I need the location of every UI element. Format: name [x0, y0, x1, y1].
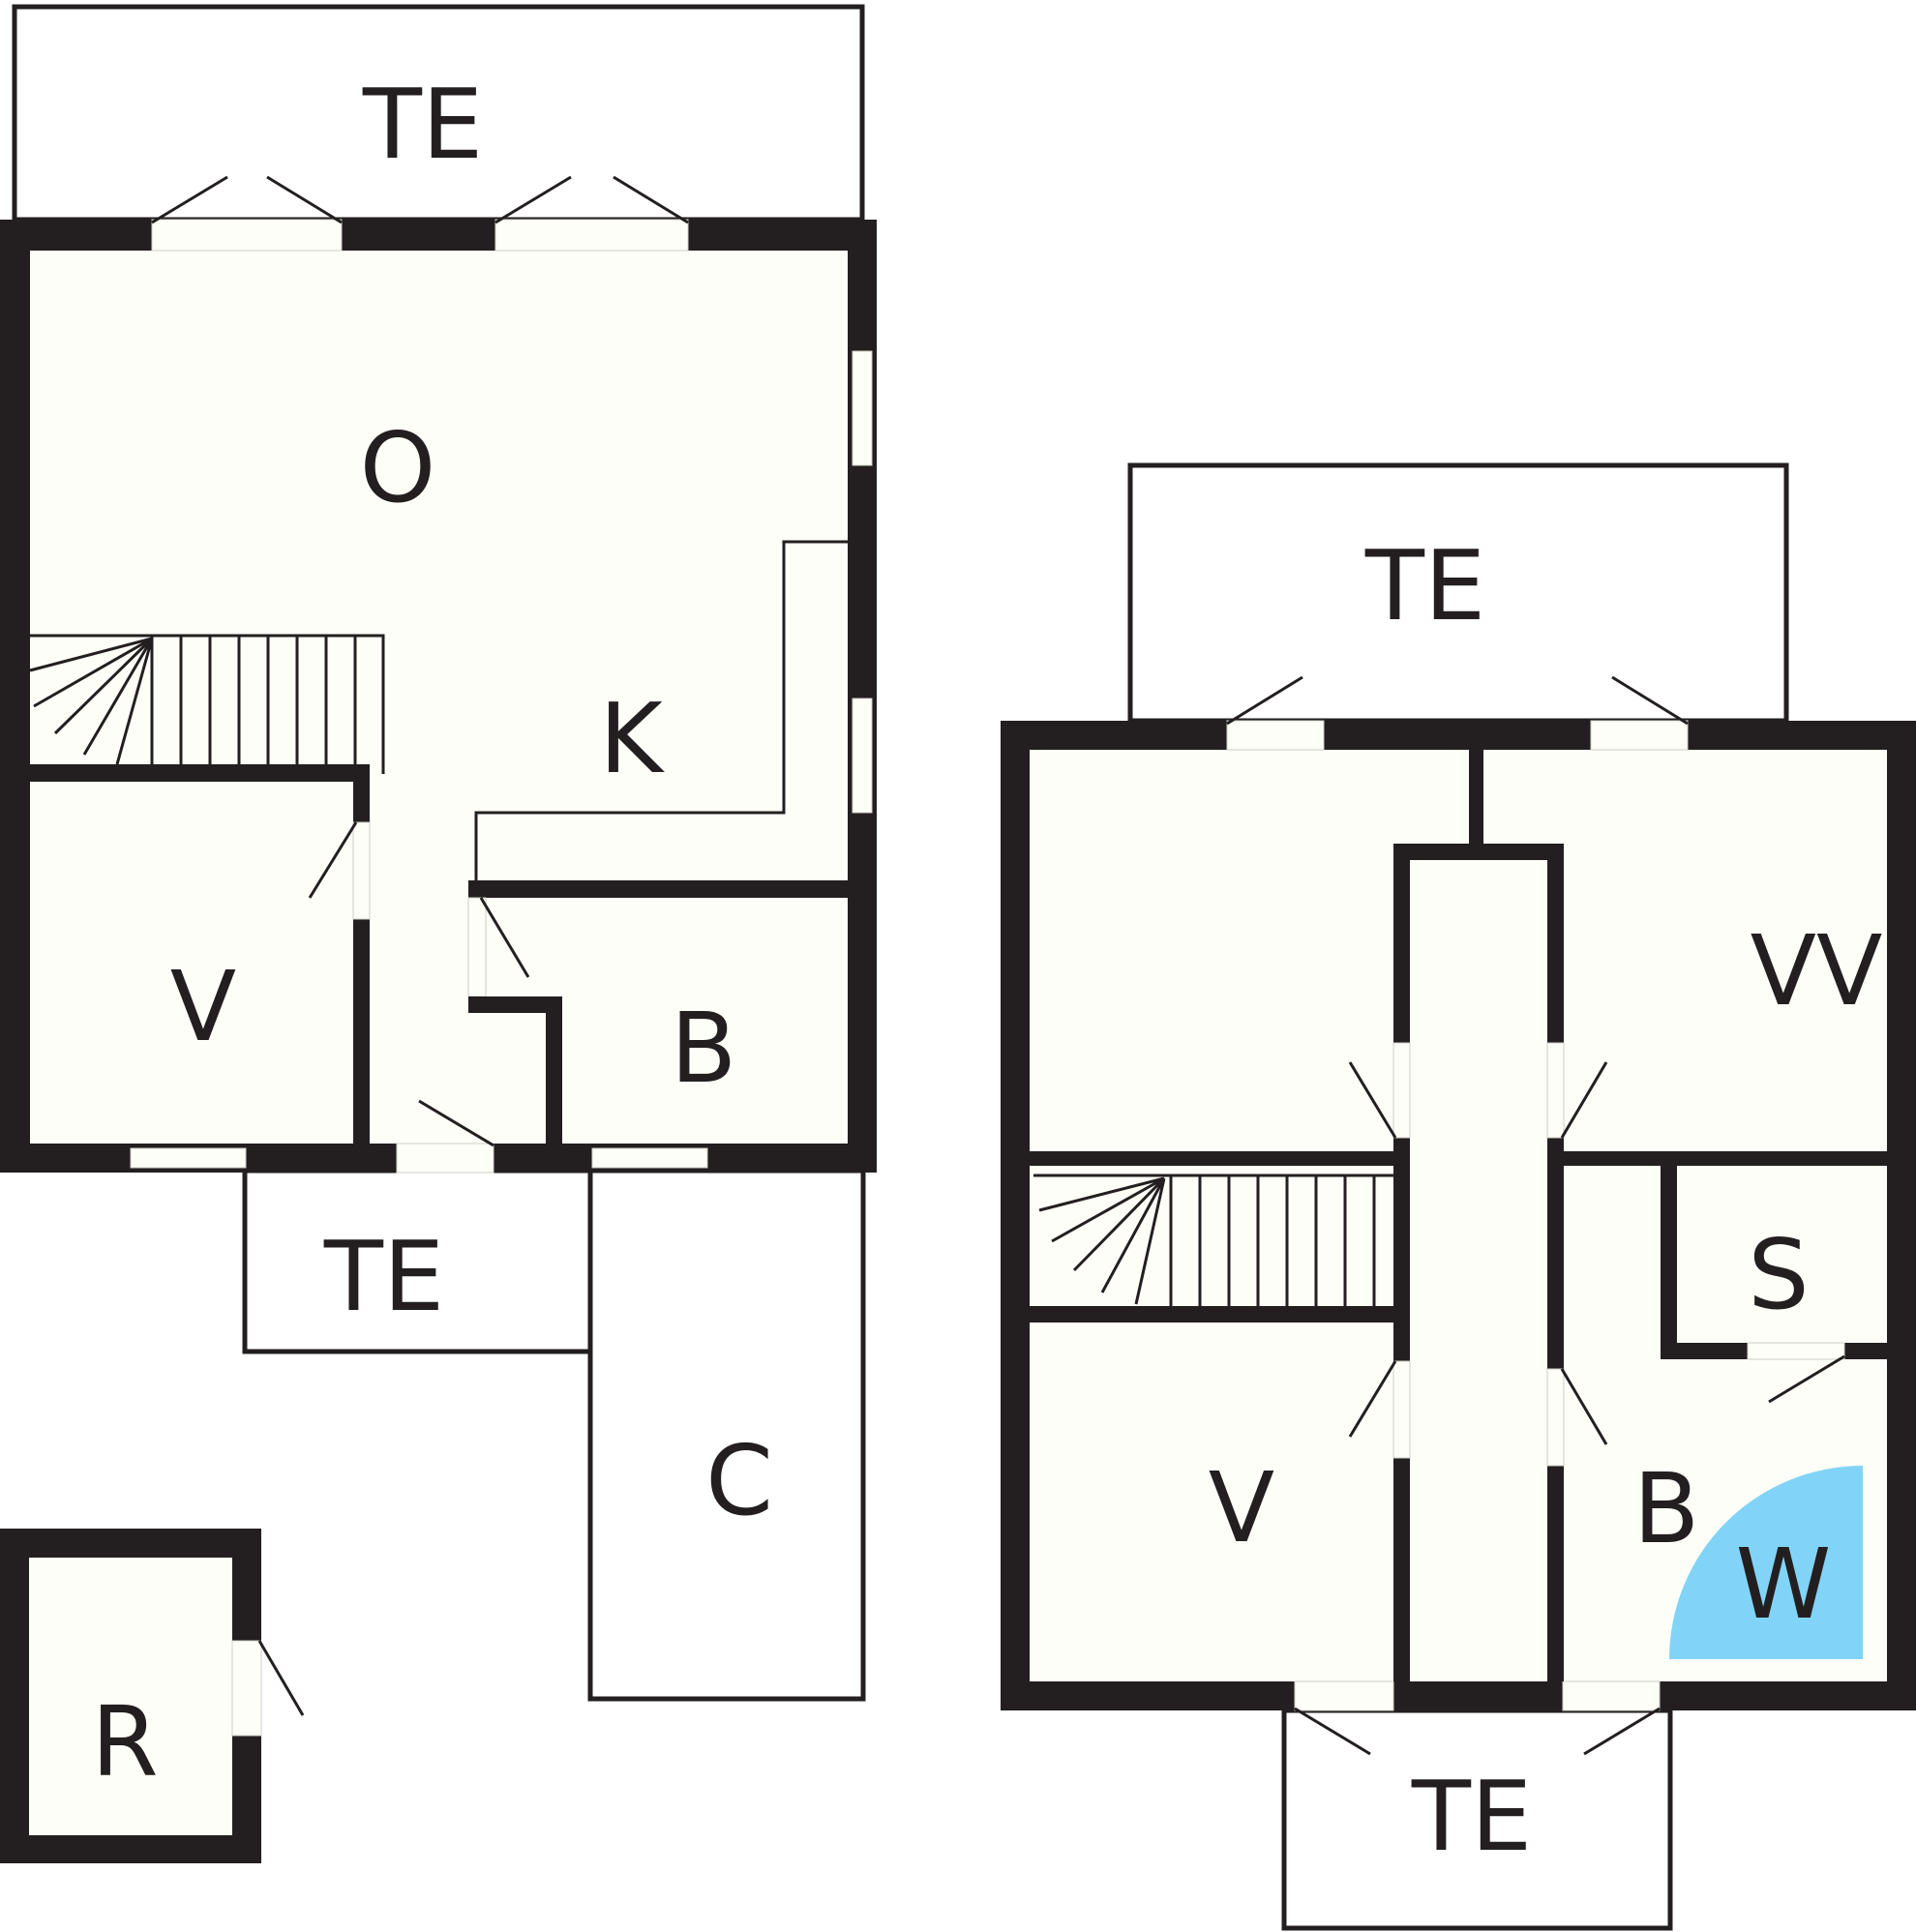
door-swing	[1560, 1061, 1608, 1139]
window	[852, 698, 873, 814]
door-swing	[479, 897, 530, 978]
door-swing	[1560, 1368, 1608, 1445]
room-label-kitchen: K	[599, 682, 665, 795]
door-opening	[396, 1143, 494, 1174]
wall-bottom	[0, 1835, 261, 1863]
shed-floor	[0, 1529, 261, 1863]
house-floor-left	[0, 220, 877, 1173]
room-label-terrace: TE	[1364, 529, 1485, 642]
door-opening	[1562, 1680, 1661, 1711]
interior-wall	[468, 996, 562, 1013]
door-swing	[1226, 675, 1689, 726]
interior-wall	[1564, 1151, 1887, 1166]
room-label-bedroom: V	[170, 950, 236, 1063]
left-floor-plan: TE O K V B TE C R	[0, 4, 877, 1863]
room-label-bedroom-upper: VV	[1751, 914, 1883, 1027]
door-opening	[467, 897, 487, 997]
door-opening	[1546, 1042, 1565, 1139]
right-floor-plan: TE VV S B W V TE	[1001, 462, 1916, 1931]
room-label-bathroom: B	[671, 992, 737, 1105]
room-label-terrace: TE	[323, 1220, 444, 1333]
wall-bottom	[1001, 1681, 1916, 1710]
room-label-terrace: TE	[362, 68, 483, 181]
room-label-shed: R	[91, 1685, 158, 1798]
door-swing	[1348, 1061, 1397, 1139]
room-label-shower: W	[1736, 1528, 1832, 1641]
interior-wall	[353, 764, 370, 1144]
interior-wall	[1030, 1151, 1410, 1166]
wall-left	[0, 1529, 29, 1863]
door-swing	[151, 175, 689, 224]
door-opening	[1226, 720, 1325, 751]
interior-wall	[1393, 844, 1564, 860]
room-label-bathroom: B	[1633, 1452, 1700, 1565]
room-label-carport: C	[705, 1424, 773, 1537]
interior-wall	[1547, 844, 1564, 1681]
door-opening	[1392, 1042, 1411, 1139]
door-opening	[1590, 720, 1689, 751]
door-opening	[1392, 1360, 1411, 1459]
door-opening	[231, 1640, 262, 1737]
wall-right	[1887, 721, 1916, 1710]
door-opening	[151, 219, 343, 252]
room-label-terrace: TE	[1411, 1760, 1532, 1873]
room-label-sauna: S	[1748, 1218, 1809, 1331]
staircase	[29, 634, 385, 774]
window	[591, 1147, 708, 1169]
door-opening	[1747, 1342, 1845, 1360]
door-swing	[1294, 1707, 1661, 1756]
wall-top	[0, 220, 877, 251]
wall-left	[0, 220, 30, 1173]
interior-wall	[468, 880, 848, 898]
door-opening	[1294, 1680, 1394, 1711]
room-label-living: O	[360, 411, 436, 524]
window	[852, 350, 873, 466]
door-swing	[308, 821, 358, 899]
wall-left	[1001, 721, 1030, 1710]
door-swing	[257, 1640, 305, 1716]
wall-top	[1001, 721, 1916, 750]
door-swing	[1768, 1354, 1845, 1404]
room-label-bedroom: V	[1209, 1451, 1274, 1564]
door-opening	[352, 821, 371, 920]
interior-wall	[546, 996, 562, 1144]
shower-area	[1669, 1466, 1863, 1659]
interior-wall	[1661, 1151, 1677, 1359]
interior-wall	[1030, 1306, 1410, 1323]
wall-top	[0, 1529, 261, 1558]
door-swing	[1348, 1360, 1397, 1438]
staircase	[1033, 1174, 1403, 1306]
door-opening	[494, 219, 689, 252]
window	[130, 1147, 247, 1169]
kitchen-counter	[474, 540, 848, 880]
door-opening	[1546, 1368, 1565, 1467]
interior-wall	[30, 764, 370, 782]
door-swing	[418, 1099, 494, 1147]
interior-wall	[1469, 750, 1483, 851]
